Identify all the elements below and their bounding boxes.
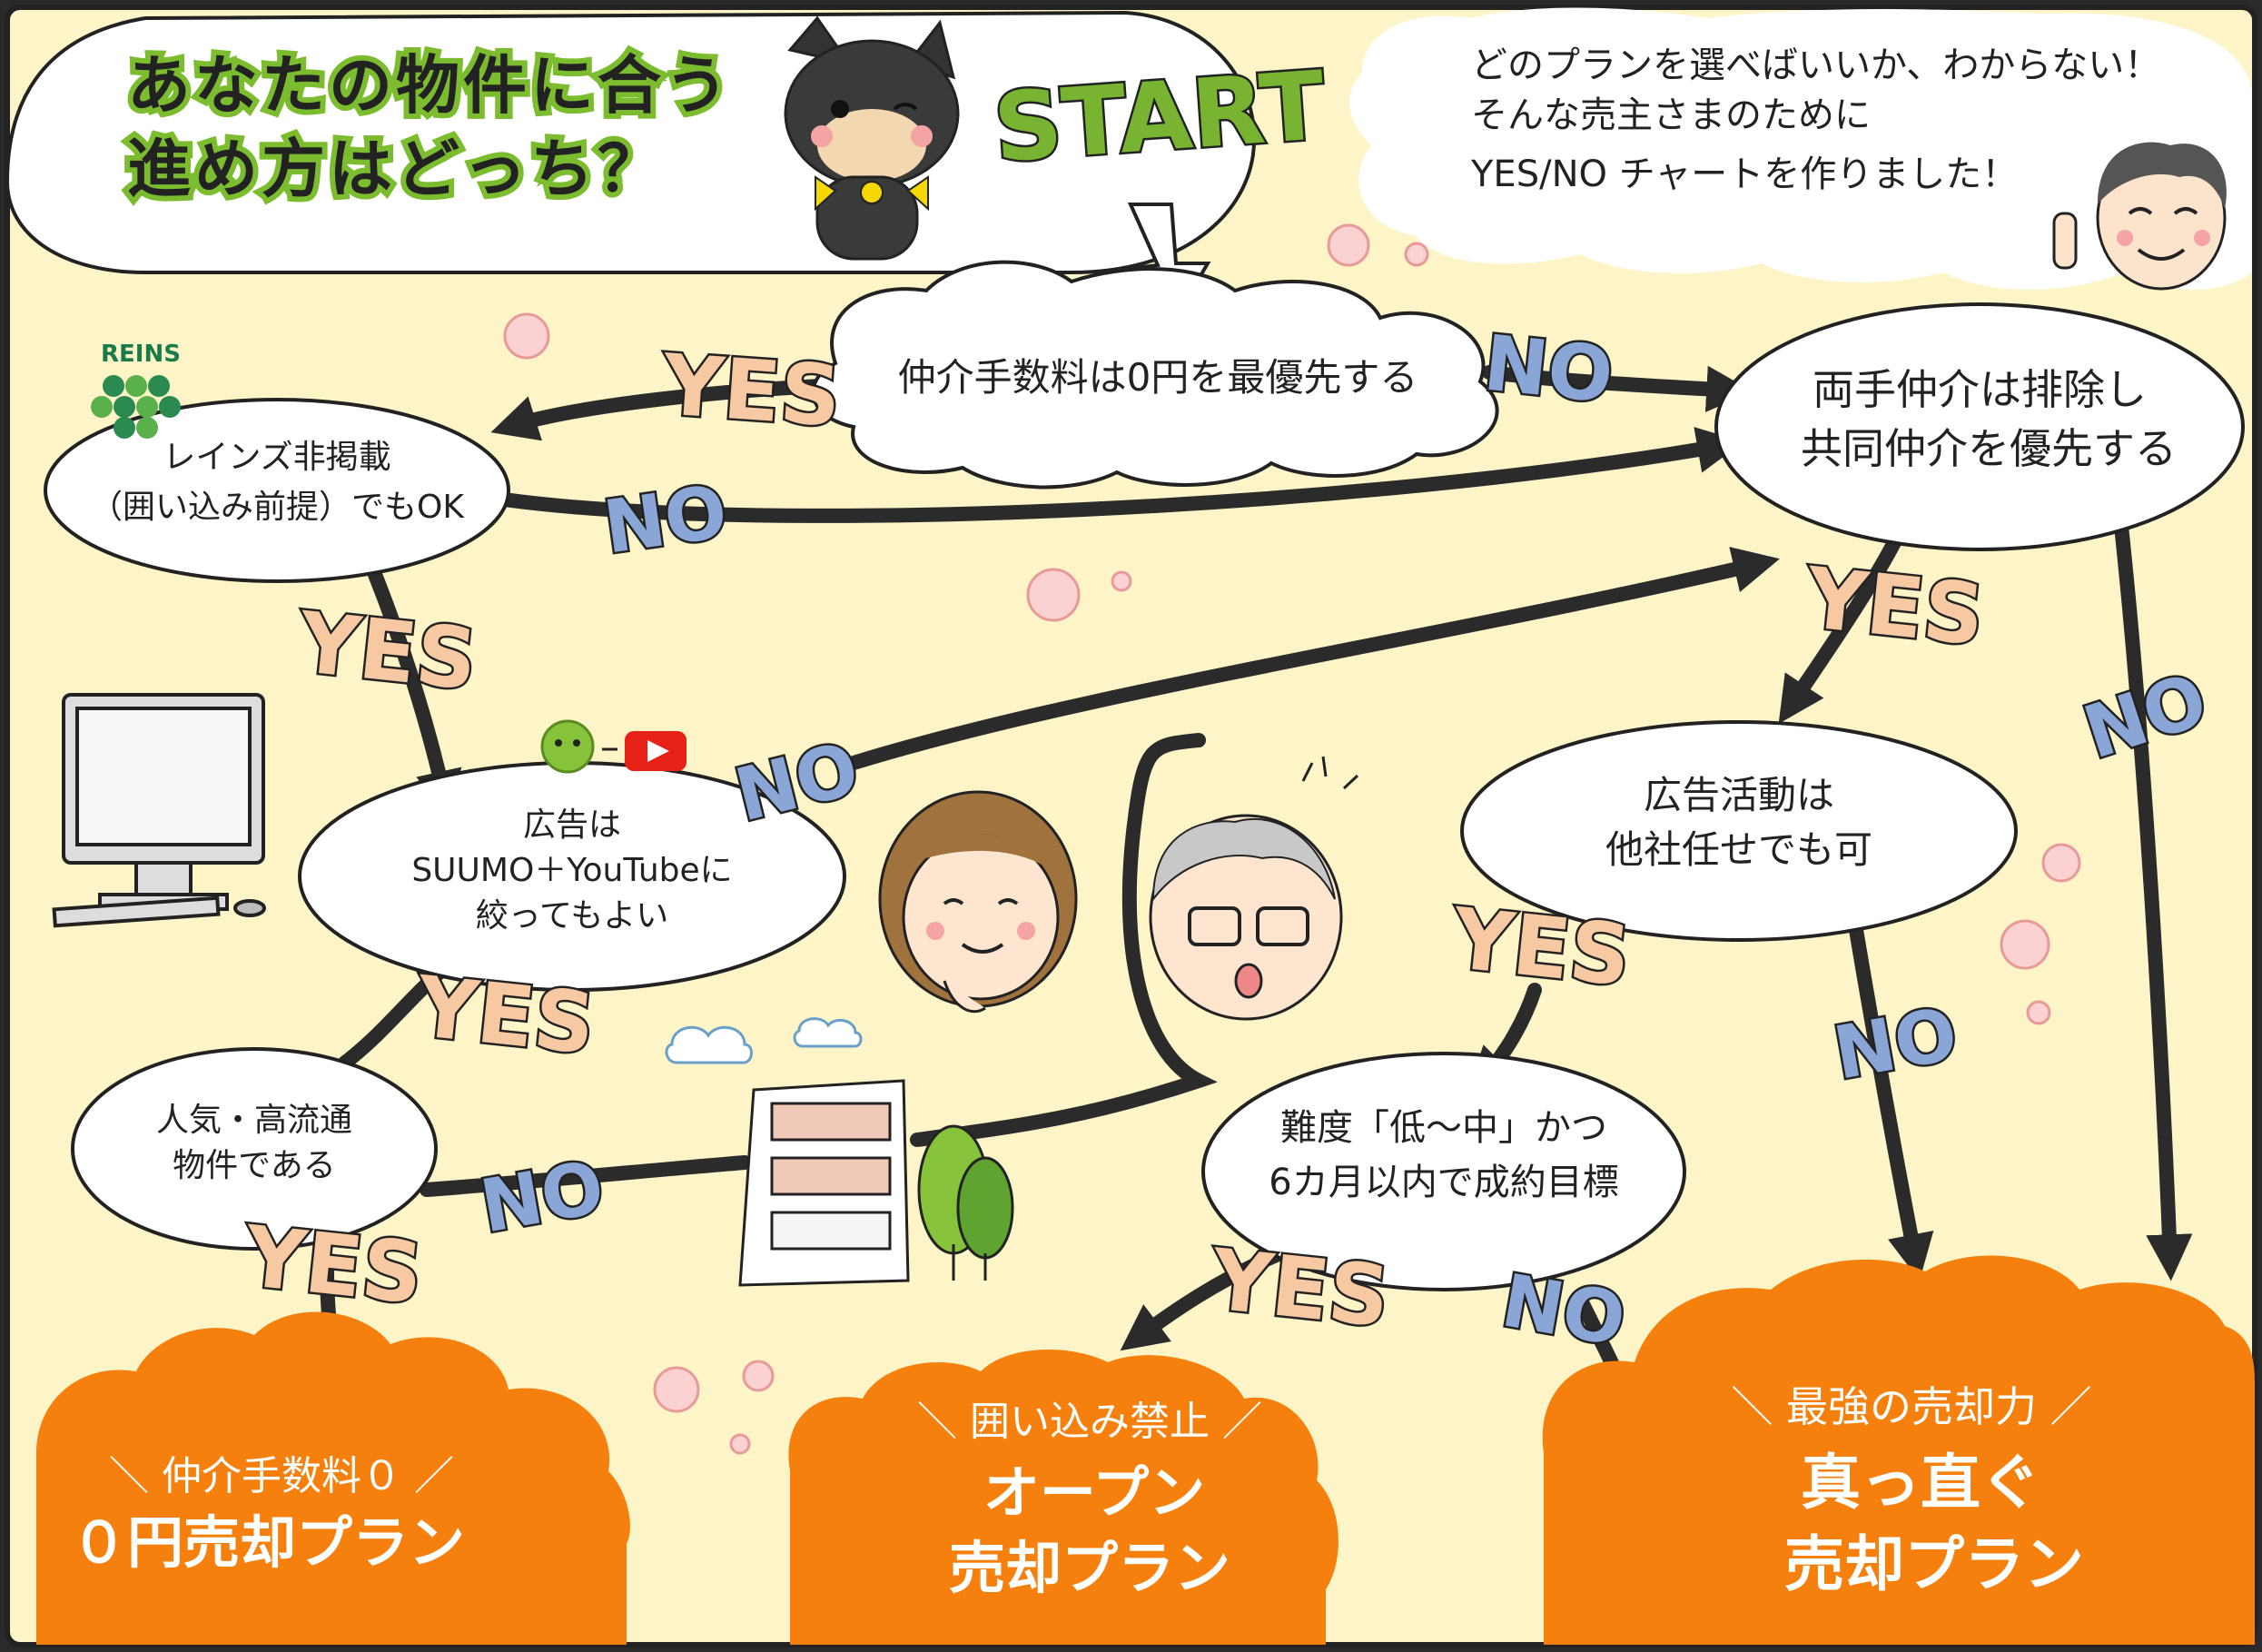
start-label: START	[991, 50, 1329, 183]
building-icon	[738, 1079, 1014, 1287]
no-label: NO	[1496, 1258, 1631, 1362]
result-straight-tag: ＼ 最強の売却力 ／	[1731, 1382, 2091, 1431]
yes-label: YES	[240, 1208, 428, 1323]
sakura-icon	[503, 223, 2081, 1455]
no-label: NO	[1480, 318, 1617, 420]
yes-label: YES	[658, 336, 844, 445]
result-zero-name: ０円売却プラン	[71, 1509, 465, 1576]
result-open-tag: ＼ 囲い込み禁止 ／	[917, 1399, 1262, 1445]
suumo-icon	[540, 719, 595, 774]
intro-cloud	[1349, 7, 2252, 290]
node-q6-text2: 物件である	[173, 1147, 336, 1184]
result-open-name1: オープン	[983, 1459, 1205, 1526]
dog-mascot-icon	[784, 15, 960, 261]
title-line1: あなたの物件に合う	[127, 48, 732, 123]
result-open-shape	[788, 1350, 1338, 1645]
yes-label: YES	[411, 958, 599, 1073]
woman-icon	[878, 790, 1078, 1014]
yes-label: YES	[1801, 549, 1989, 665]
computer-icon	[52, 693, 266, 928]
no-label: NO	[599, 470, 733, 570]
title-line2: 進め方はどっち？	[127, 132, 665, 206]
node-q7-text1: 難度「低〜中」かつ	[1280, 1107, 1607, 1149]
yes-label: YES	[1447, 890, 1635, 1005]
result-straight-shape	[1542, 1255, 2255, 1645]
result-straight-name1: 真っ直ぐ	[1801, 1448, 2040, 1518]
node-q3-text2: 共同仲介を優先する	[1801, 424, 2177, 473]
node-q6-shape	[71, 1047, 438, 1251]
elder-man-icon	[1149, 756, 1359, 1021]
node-q4-text3: 絞ってもよい	[476, 897, 668, 935]
reins-logo-text: REINS	[101, 341, 181, 368]
man-icon	[2052, 142, 2227, 291]
node-q5-text2: 他社任せでも可	[1605, 827, 1872, 872]
result-zero-tag: ＼ 仲介手数料０ ／	[109, 1453, 454, 1499]
intro-line3: YES/NO チャートを作りました！	[1470, 153, 2018, 195]
yes-label: YES	[293, 594, 481, 709]
node-q2-text1: レインズ非掲載	[163, 439, 390, 476]
reins-logo-icon: REINS	[91, 341, 181, 439]
node-q2-text2: （囲い込み前提）でもOK	[90, 489, 465, 526]
node-q3-text1: 両手仲介は排除し	[1813, 365, 2147, 414]
node-q5-text1: 広告活動は	[1644, 773, 1834, 817]
node-q1-shape	[811, 260, 1499, 490]
result-zero-shape	[36, 1311, 630, 1645]
node-q3-shape	[1714, 302, 2245, 551]
node-q7-text2: 6カ月以内で成約目標	[1269, 1162, 1618, 1203]
node-q6-text1: 人気・高流通	[156, 1102, 352, 1139]
node-q4-text2: SUUMO＋YouTubeに	[411, 852, 732, 889]
result-open-name2: 売却プラン	[949, 1535, 1230, 1601]
intro-line2: そんな売主さまのために	[1471, 94, 1871, 136]
result-straight-name2: 売却プラン	[1784, 1529, 2084, 1599]
intro-line1: どのプランを選べばいいか、わからない！	[1471, 45, 2160, 86]
node-q7-shape	[1201, 1052, 1686, 1291]
node-q2-shape	[44, 398, 510, 583]
cloud-icon	[665, 1017, 863, 1064]
node-q1-text: 仲介手数料は0円を最優先する	[898, 355, 1418, 400]
yes-label: YES	[1206, 1231, 1394, 1346]
connectors	[310, 365, 2193, 1429]
youtube-icon	[625, 731, 687, 771]
node-q4-text1: 広告は	[523, 806, 621, 844]
node-q5-shape	[1460, 720, 2018, 942]
